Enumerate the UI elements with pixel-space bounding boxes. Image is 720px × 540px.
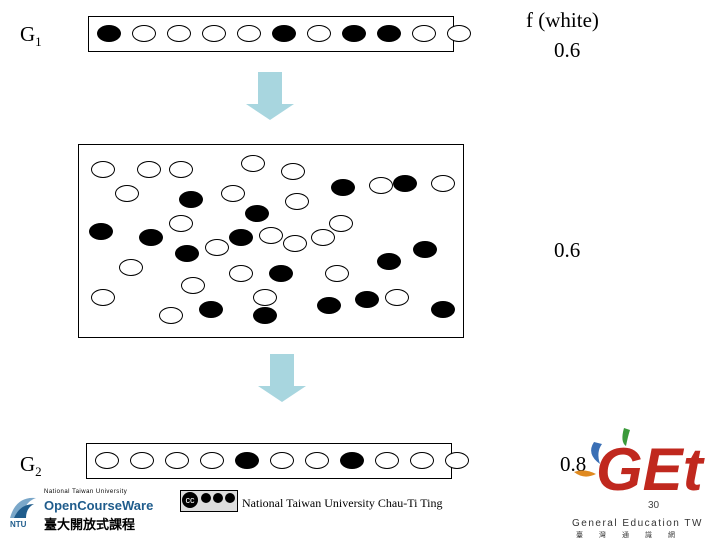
get-subtitle: General Education TW [572, 518, 703, 529]
white-gamete-dot [385, 289, 409, 306]
black-gamete-dot [377, 253, 401, 270]
black-gamete-dot [393, 175, 417, 192]
white-allele-dot [447, 25, 471, 42]
black-gamete-dot [175, 245, 199, 262]
white-gamete-dot [329, 215, 353, 232]
white-allele-dot [202, 25, 226, 42]
white-gamete-dot [283, 235, 307, 252]
sa-icon [225, 493, 235, 503]
by-icon [201, 493, 211, 503]
white-gamete-dot [221, 185, 245, 202]
black-gamete-dot [413, 241, 437, 258]
get-wordmark: GEt [596, 436, 703, 503]
white-allele-dot [375, 452, 399, 469]
black-gamete-dot [253, 307, 277, 324]
black-gamete-dot [199, 301, 223, 318]
black-allele-dot [377, 25, 401, 42]
white-gamete-dot [311, 229, 335, 246]
black-gamete-dot [245, 205, 269, 222]
white-allele-dot [237, 25, 261, 42]
black-gamete-dot [317, 297, 341, 314]
white-allele-dot [132, 25, 156, 42]
ntu-emblem-icon [8, 494, 38, 522]
black-allele-dot [235, 452, 259, 469]
black-gamete-dot [89, 223, 113, 240]
white-gamete-dot [169, 215, 193, 232]
black-allele-dot [340, 452, 364, 469]
white-gamete-dot [253, 289, 277, 306]
ocw-chinese-title: 臺大開放式課程 [44, 518, 136, 533]
white-gamete-dot [325, 265, 349, 282]
white-gamete-dot [431, 175, 455, 192]
white-gamete-dot [169, 161, 193, 178]
ntu-mark: NTU [10, 520, 27, 529]
nc-icon [213, 493, 223, 503]
black-gamete-dot [139, 229, 163, 246]
g1-white-frequency: 0.6 [554, 38, 581, 62]
white-gamete-dot [369, 177, 393, 194]
black-gamete-dot [179, 191, 203, 208]
white-allele-dot [445, 452, 469, 469]
black-gamete-dot [331, 179, 355, 196]
g1-population-box [88, 16, 471, 52]
black-gamete-dot [431, 301, 455, 318]
white-gamete-dot [285, 193, 309, 210]
cc-icon: cc [182, 492, 198, 508]
white-allele-dot [95, 452, 119, 469]
get-petals-icon [574, 428, 630, 477]
white-allele-dot [200, 452, 224, 469]
ocw-logo: National Taiwan University OpenCourseWar… [4, 486, 164, 536]
white-allele-dot [165, 452, 189, 469]
black-gamete-dot [229, 229, 253, 246]
black-allele-dot [272, 25, 296, 42]
ocw-university-line: National Taiwan University [44, 489, 128, 495]
white-gamete-dot [119, 259, 143, 276]
white-gamete-dot [159, 307, 183, 324]
white-gamete-dot [137, 161, 161, 178]
white-gamete-dot [229, 265, 253, 282]
white-gamete-dot [91, 161, 115, 178]
cc-license-badge: cc [180, 490, 238, 512]
get-chinese: 臺灣通識網 [576, 531, 691, 539]
white-allele-dot [307, 25, 331, 42]
page-number: 30 [648, 500, 660, 511]
gamete-pool-box [78, 144, 464, 338]
g2-label: G2 [20, 452, 42, 480]
white-allele-dot [167, 25, 191, 42]
white-allele-dot [130, 452, 154, 469]
get-logo: GEt General Education TW 臺灣通識網 [566, 424, 720, 540]
white-gamete-dot [115, 185, 139, 202]
f-white-label: f (white) [526, 8, 599, 32]
ocw-title: OpenCourseWare [44, 498, 154, 513]
white-gamete-dot [241, 155, 265, 172]
black-allele-dot [97, 25, 121, 42]
g2-population-box [86, 443, 469, 479]
white-gamete-dot [181, 277, 205, 294]
white-gamete-dot [91, 289, 115, 306]
g1-label: G1 [20, 22, 42, 50]
white-allele-dot [305, 452, 329, 469]
white-allele-dot [270, 452, 294, 469]
footer-credit: National Taiwan University Chau-Ti Ting [242, 496, 443, 510]
black-gamete-dot [355, 291, 379, 308]
white-gamete-dot [259, 227, 283, 244]
black-allele-dot [342, 25, 366, 42]
white-gamete-dot [205, 239, 229, 256]
pool-white-frequency: 0.6 [554, 238, 581, 262]
white-gamete-dot [281, 163, 305, 180]
black-gamete-dot [269, 265, 293, 282]
white-allele-dot [410, 452, 434, 469]
white-allele-dot [412, 25, 436, 42]
